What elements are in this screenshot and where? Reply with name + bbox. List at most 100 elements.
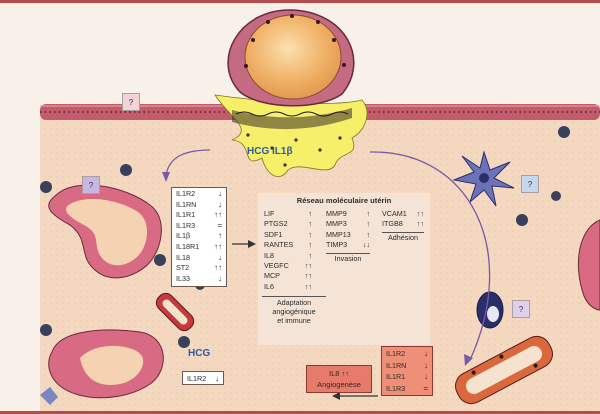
gene-row: IL1β ↑ <box>176 231 222 242</box>
blue-cell-bottom <box>40 387 58 405</box>
caption-line: et immune <box>277 316 311 325</box>
uterine-network-panel: Réseau moléculaire utérin LIF ↑ PTGS2 ↑ SD… <box>258 193 430 345</box>
gene-row: VCAM1 ↑↑ <box>382 209 424 219</box>
gene-name: VCAM1 <box>382 209 407 218</box>
gene-row: IL1R2 ↓ <box>386 348 428 360</box>
gene-row: IL1R1 ↑↑ <box>176 210 222 221</box>
gene-name: IL1R2 <box>386 349 406 358</box>
angio-caption: Adaptation angiogénique et immune <box>262 296 326 325</box>
gene-row: MMP9 ↑ <box>326 209 370 219</box>
gene-name: SDF1 <box>264 229 283 239</box>
gene-name: VEGFC <box>264 261 289 271</box>
gene-change: ↑ <box>308 209 312 218</box>
gene-name: IL1β <box>176 231 191 241</box>
gene-row: VEGFC ↑↑ <box>264 261 312 271</box>
gene-name: MCP <box>264 271 280 281</box>
gene-change: ↓ <box>424 349 428 358</box>
bottom-frame-line <box>0 411 600 414</box>
gene-row: IL6 ↑↑ <box>264 282 312 292</box>
angio-column: LIF ↑ PTGS2 ↑ SDF1 ↑ RANTES ↑ IL8↑ VEGFC ↑↑ M… <box>264 209 312 292</box>
gene-row: MMP3↑ <box>326 219 370 229</box>
network-title: Réseau moléculaire utérin <box>296 196 392 205</box>
gene-name: MMP9 <box>326 209 347 218</box>
gene-change: ↑ <box>308 240 312 250</box>
il1-receptor-box: IL1R2 ↓ IL1RN ↓ IL1R1 ↓ IL1R3= <box>381 346 433 396</box>
gene-name: IL1R3 <box>386 383 406 393</box>
gene-name: IL6 <box>264 281 274 291</box>
gene-row: IL1R2↓ <box>187 373 219 384</box>
adhesion-caption: Adhésion <box>382 231 424 242</box>
gene-row: ITGB8↑↑ <box>382 219 424 229</box>
gene-change: ↑ <box>308 229 312 239</box>
gene-change: ↑↑ <box>214 210 222 220</box>
question-box-left: ? <box>82 176 100 194</box>
gene-change: ↓ <box>218 199 222 209</box>
hcg-il1b-label: HCG IL1β <box>247 146 293 157</box>
gene-name: IL1R1 <box>176 210 196 220</box>
top-frame-line <box>0 0 600 3</box>
gene-row: SDF1 ↑ <box>264 230 312 240</box>
question-box-top: ? <box>122 93 140 111</box>
adhesion-column: VCAM1 ↑↑ ITGB8↑↑ Adhésion <box>382 209 424 242</box>
il8-line: IL8 ↑↑ <box>328 369 349 378</box>
gene-name: IL18 <box>176 252 190 262</box>
gene-row: PTGS2 ↑ <box>264 219 312 229</box>
gene-name: RANTES <box>264 240 294 250</box>
gene-change: ↑ <box>366 229 370 239</box>
gene-change: ↓ <box>215 374 219 383</box>
gene-name: IL1RN <box>176 199 197 209</box>
caption-line: angiogénique <box>272 307 316 316</box>
gene-name: IL33 <box>176 273 190 283</box>
gene-name: IL1R3 <box>176 220 196 230</box>
caption-line: Adaptation <box>276 298 312 307</box>
gene-change: ↑↑ <box>416 209 424 218</box>
gene-name: TIMP3 <box>326 240 348 250</box>
gene-name: IL1RN <box>386 360 407 370</box>
gene-row: IL1R3 = <box>176 221 222 232</box>
gene-change: ↑ <box>366 209 370 218</box>
gene-change: ↑↑ <box>304 271 312 281</box>
gene-change: ↓ <box>424 372 428 381</box>
gene-name: PTGS2 <box>264 219 288 229</box>
gene-row: RANTES ↑ <box>264 240 312 250</box>
gene-row: ST2 ↑↑ <box>176 263 222 274</box>
gene-change: ↑↑ <box>214 263 222 273</box>
blood-vessel-large <box>455 335 553 405</box>
gene-change: ↑↑ <box>304 261 312 271</box>
il1r2-box: IL1R2↓ <box>182 371 224 385</box>
gene-row: IL1RN ↓ <box>176 200 222 211</box>
gene-row: IL1RN ↓ <box>386 360 428 372</box>
gene-change: ↓ <box>218 252 222 262</box>
gene-name: MMP3 <box>326 219 347 229</box>
uterine-gland-left <box>48 184 162 279</box>
gene-row: IL1R2 ↓ <box>176 189 222 200</box>
angiogenesis-line: Angiogenèse <box>317 380 361 389</box>
hcg-label: HCG <box>188 348 211 359</box>
macrophage <box>476 291 504 329</box>
gene-change: = <box>217 220 222 230</box>
gene-name: MMP13 <box>326 229 351 239</box>
gene-row: TIMP3 ↓↓ <box>326 240 370 250</box>
gene-change: ↓↓ <box>362 240 370 250</box>
gene-change: ↑ <box>218 231 222 241</box>
gene-name: IL18R1 <box>176 241 200 251</box>
blood-vessel-small <box>155 292 195 332</box>
il1-family-box: IL1R2 ↓ IL1RN ↓ IL1R1 ↑↑ IL1R3 = IL1β ↑ IL18R… <box>171 187 227 287</box>
il8-angiogenesis-box: IL8 ↑↑ Angiogenèse <box>306 365 372 393</box>
blastocyst <box>227 9 355 107</box>
gene-row: IL1R3= <box>386 383 428 395</box>
gene-name: ST2 <box>176 263 190 273</box>
gene-name: IL1R1 <box>386 372 406 381</box>
gene-change: ↓ <box>424 360 428 370</box>
gene-row: IL8↑ <box>264 251 312 261</box>
gene-change: ↑↑ <box>304 281 312 291</box>
gene-change: ↓ <box>218 189 222 198</box>
gene-name: LIF <box>264 209 275 218</box>
dendritic-cell <box>452 150 515 207</box>
question-box-right: ? <box>521 175 539 193</box>
gene-change: ↑↑ <box>416 219 424 229</box>
gene-change: ↑ <box>308 219 312 229</box>
gene-change: ↑ <box>308 250 312 260</box>
gene-name: IL1R2 <box>176 189 196 198</box>
